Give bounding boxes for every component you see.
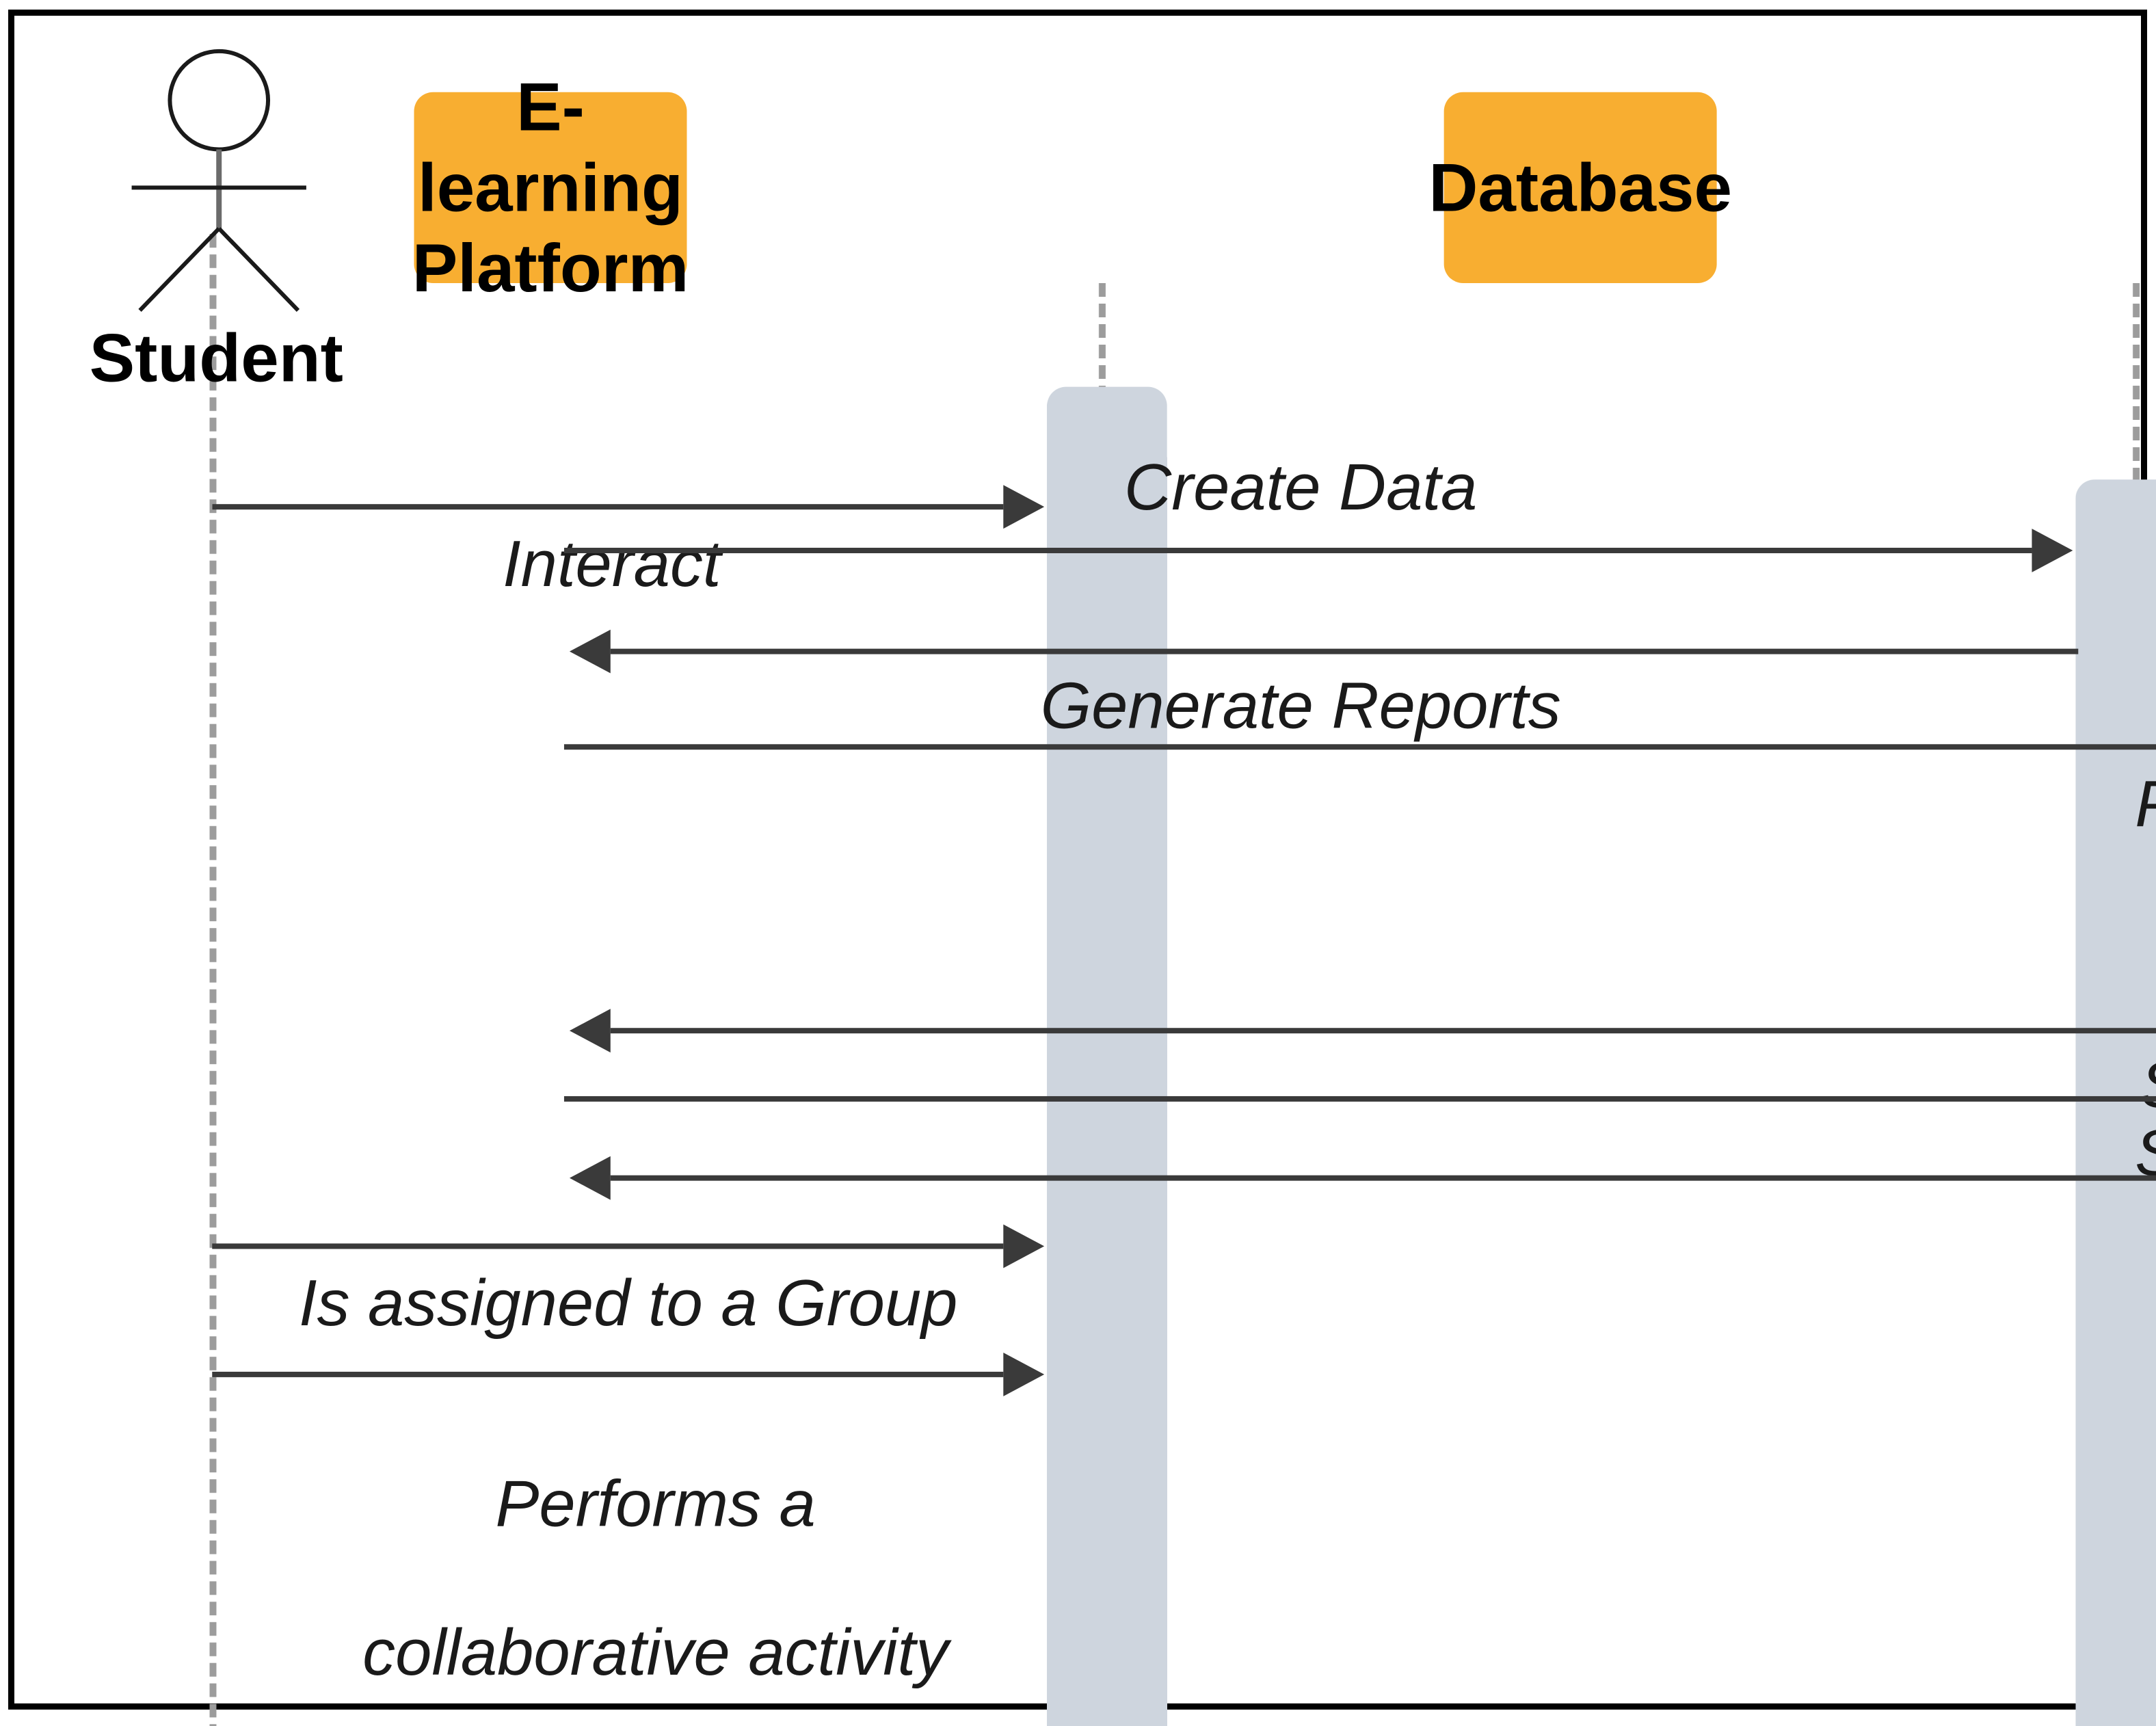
message-label-show-groups: Show Groups <box>1624 1118 2156 1193</box>
activation-platform <box>1047 386 1167 1726</box>
actor-student-label: Student <box>89 319 343 397</box>
student-stick-figure-icon <box>131 49 306 312</box>
message-arrowhead-set-groups <box>569 1156 611 1200</box>
participant-platform[interactable]: E-learning Platform <box>412 68 689 306</box>
message-label-interact: Interact <box>503 529 721 601</box>
diagram-scale-wrapper: E-learning Platform Database Moodle Plug… <box>14 16 2156 1726</box>
message-line-create-data <box>563 548 2032 553</box>
participant-platform-label: E-learning Platform <box>412 67 689 308</box>
message-arrowhead-performs-collaborative-activity <box>1003 1353 1045 1396</box>
lifeline-student <box>209 234 217 1726</box>
message-arrowhead-generate-reports <box>569 629 611 674</box>
message-arrowhead-create-data <box>2032 529 2073 572</box>
message-label-set-groups: Set Groups <box>1624 1197 2156 1272</box>
participant-database[interactable]: Database <box>1428 92 1732 284</box>
message-label-performs-line1: Performs a <box>495 1468 816 1541</box>
participant-platform-line1: E-learning <box>417 68 683 226</box>
message-arrowhead-interact <box>1003 485 1045 529</box>
participant-database-label: Database <box>1428 148 1732 226</box>
message-line-processed-by <box>563 744 2156 750</box>
diagram-frame: E-learning Platform Database Moodle Plug… <box>8 10 2156 1726</box>
message-label-processed-by: Processed by <box>1624 769 2156 843</box>
message-label-generate-reports: Generate Reports <box>1040 670 1561 743</box>
message-label-create-data: Create Data <box>1124 452 1478 525</box>
message-label-performs-line2: collaborative activity <box>362 1617 949 1690</box>
message-label-send-groups: Send Groups <box>1624 1050 2156 1124</box>
actor-student[interactable] <box>55 43 383 323</box>
message-line-interact <box>212 504 1004 510</box>
message-line-show-groups <box>563 1096 2156 1102</box>
message-line-generate-reports <box>610 648 2079 654</box>
message-arrowhead-is-assigned-to-a-group <box>1003 1224 1045 1269</box>
activation-database <box>2075 479 2156 1726</box>
message-line-set-groups <box>610 1175 2156 1181</box>
message-line-send-groups <box>610 1028 2156 1034</box>
participant-platform-line2: Platform <box>412 229 689 306</box>
message-label-is-assigned-to-a-group: Is assigned to a Group <box>298 1268 958 1341</box>
message-line-is-assigned-to-a-group <box>212 1243 1004 1249</box>
message-line-performs-collaborative-activity <box>212 1371 1004 1377</box>
message-arrowhead-send-groups <box>569 1009 611 1053</box>
message-label-performs-collaborative-activity: Performs a collaborative activity <box>178 1394 1024 1726</box>
